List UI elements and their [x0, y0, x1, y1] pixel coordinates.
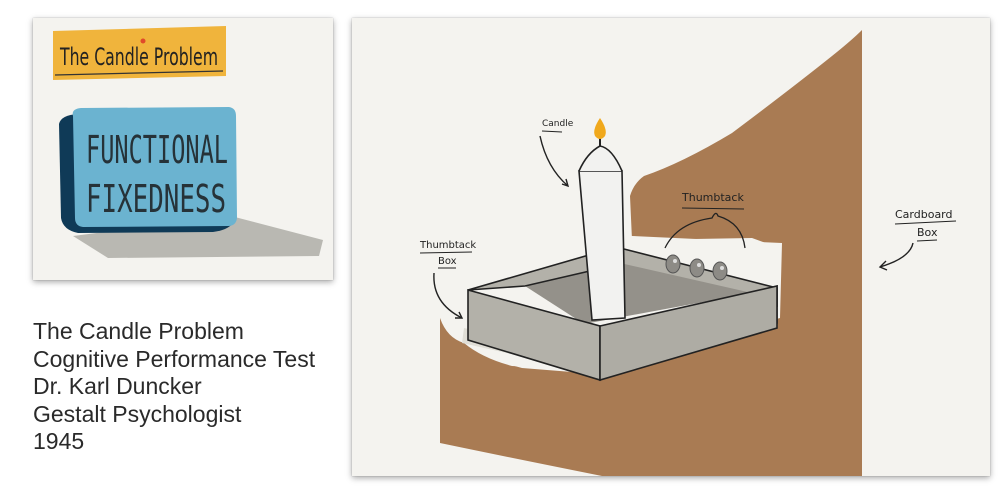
thumbtack-box-floor — [525, 263, 752, 324]
illustration-card: Candle Thumbtack Thumbtack Box Cardboard… — [352, 18, 990, 476]
caption-line-year: 1945 — [33, 428, 85, 454]
flame-dot-icon — [140, 38, 146, 44]
label-candle: Candle — [542, 119, 574, 129]
caption-line-title: The Candle Problem — [33, 318, 244, 344]
thumbtacks — [665, 254, 728, 281]
arrow-icon — [878, 260, 888, 271]
title-banner — [53, 26, 226, 80]
label-cardboard-box-line2: Box — [917, 226, 938, 239]
arrow-icon — [561, 178, 570, 188]
flame-icon — [594, 118, 606, 139]
thumbtack-icon — [665, 254, 681, 274]
label-cardboard-box-line1: Cardboard — [895, 208, 953, 221]
sign-line2: FIXEDNESS — [86, 177, 226, 221]
title-banner-text: The Candle Problem — [59, 43, 218, 71]
caption-line-author: Dr. Karl Duncker — [33, 373, 202, 399]
candle-problem-illustration: Candle Thumbtack Thumbtack Box Cardboard… — [419, 30, 957, 476]
thumbtack-icon — [689, 258, 705, 278]
sign-line1: FUNCTIONAL — [86, 128, 228, 172]
thumbtack-icon — [712, 261, 728, 281]
candle — [578, 118, 626, 321]
label-thumbtack-box-line1: Thumbtack — [419, 240, 476, 251]
sign-shadow — [73, 216, 323, 258]
caption-line-subtitle: Cognitive Performance Test — [33, 345, 316, 372]
title-card: The Candle Problem FUNCTIONAL FIXEDNESS — [33, 18, 333, 280]
arrow-icon — [455, 311, 464, 319]
sign-face — [72, 107, 237, 227]
caption-block: The Candle Problem Cognitive Performance… — [33, 318, 315, 456]
title-card-illustration: The Candle Problem FUNCTIONAL FIXEDNESS — [53, 26, 323, 258]
cardboard-box-wall — [440, 30, 862, 476]
label-thumbtack-box-line2: Box — [438, 256, 457, 267]
caption-line-role: Gestalt Psychologist — [33, 400, 242, 427]
label-thumbtack: Thumbtack — [681, 191, 744, 204]
